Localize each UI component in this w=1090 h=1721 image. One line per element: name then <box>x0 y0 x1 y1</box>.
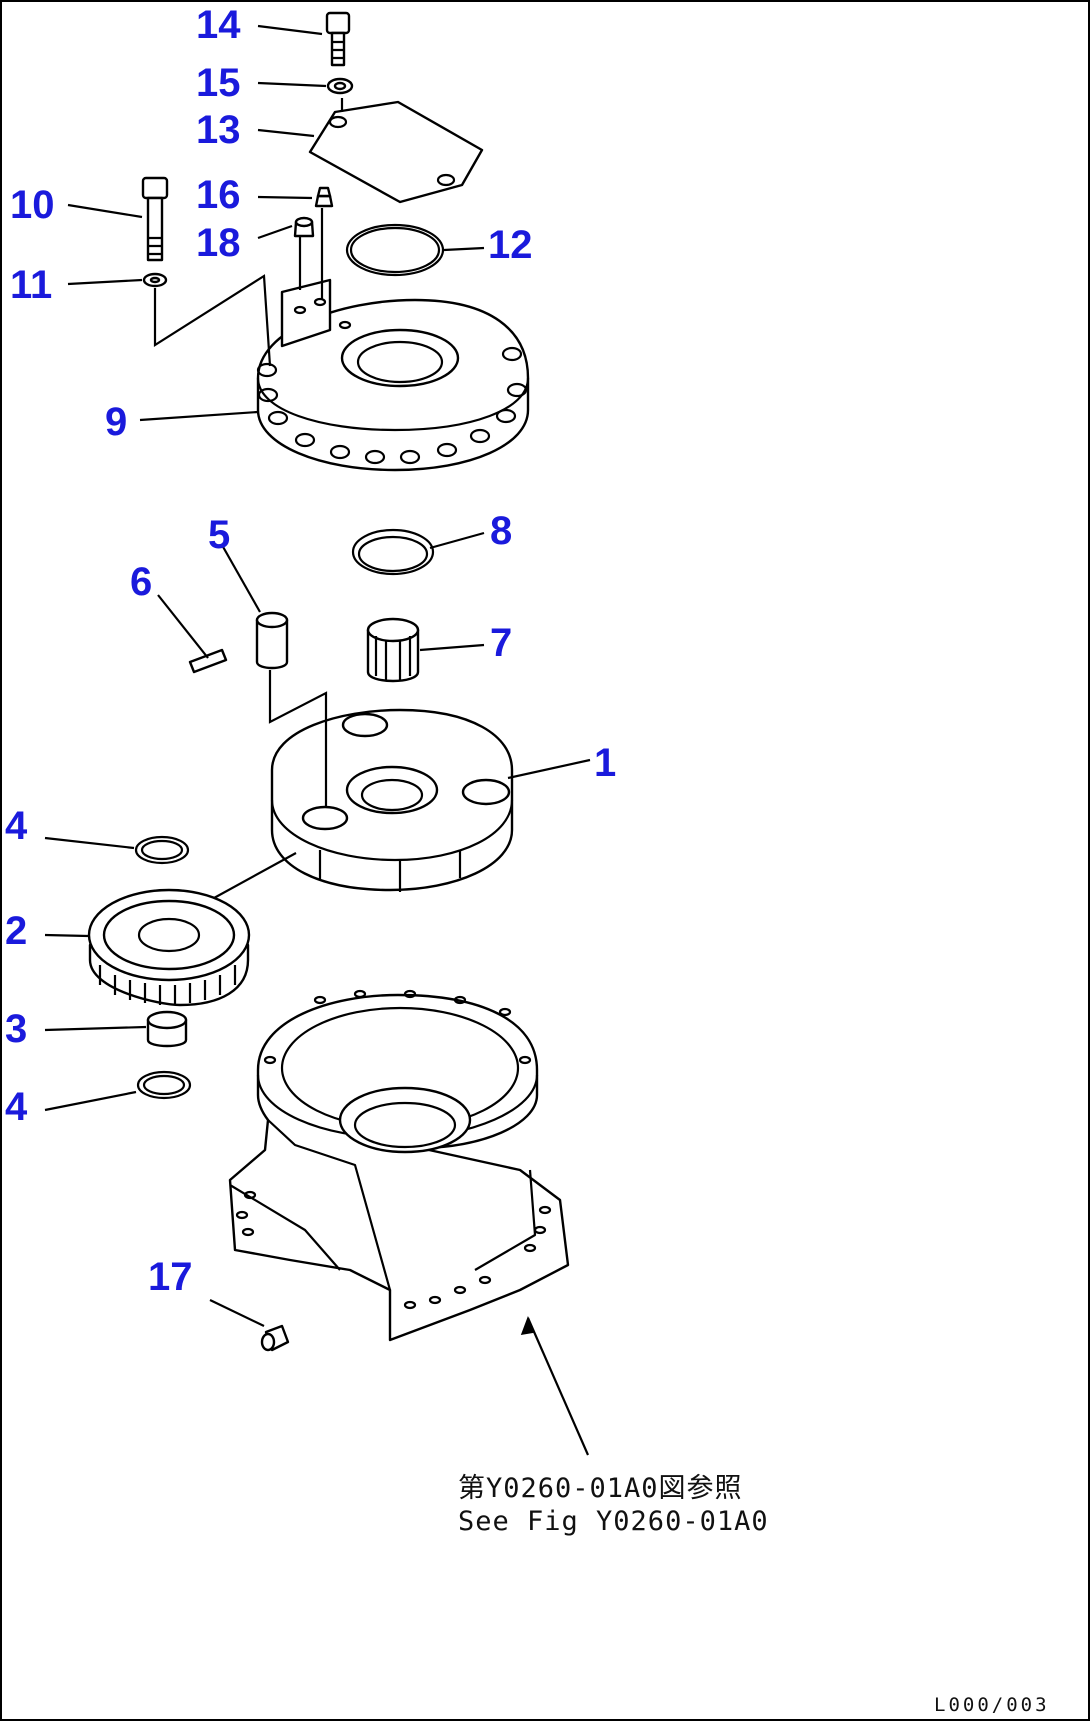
part-swing-case[interactable] <box>228 989 570 1342</box>
part-housing-9[interactable] <box>256 278 530 472</box>
part-washer-11[interactable] <box>142 272 168 288</box>
callout-1[interactable]: 1 <box>594 741 616 785</box>
callout-3[interactable]: 3 <box>5 1007 27 1051</box>
callout-16[interactable]: 16 <box>196 173 241 217</box>
callout-9[interactable]: 9 <box>105 400 127 444</box>
reference-note-en[interactable]: See Fig Y0260-01A0 <box>458 1506 769 1537</box>
part-gear-7[interactable] <box>366 617 420 683</box>
part-pin-6[interactable] <box>188 648 228 674</box>
callout-10[interactable]: 10 <box>10 183 55 227</box>
callout-18[interactable]: 18 <box>196 221 241 265</box>
leader-lines <box>44 24 591 1456</box>
part-washer-4b[interactable] <box>136 1070 192 1100</box>
callout-12[interactable]: 12 <box>488 223 533 267</box>
part-bolt-14[interactable] <box>325 11 351 67</box>
part-bolt-10[interactable] <box>141 176 169 262</box>
part-plug-17[interactable] <box>260 1324 290 1352</box>
callout-15[interactable]: 15 <box>196 61 241 105</box>
drawing-code: L000/003 <box>934 1694 1050 1716</box>
callout-5[interactable]: 5 <box>208 513 230 557</box>
part-plug-16[interactable] <box>314 186 334 208</box>
callout-4-lower[interactable]: 4 <box>5 1085 28 1129</box>
callout-11[interactable]: 11 <box>10 263 52 307</box>
callout-13[interactable]: 13 <box>196 108 241 152</box>
part-cover-13[interactable] <box>308 100 484 204</box>
part-plug-18[interactable] <box>293 216 315 238</box>
callout-14[interactable]: 14 <box>196 3 241 47</box>
callout-17[interactable]: 17 <box>148 1255 193 1299</box>
callout-7[interactable]: 7 <box>490 621 512 665</box>
callout-4-upper[interactable]: 4 <box>5 804 28 848</box>
callout-6[interactable]: 6 <box>130 560 152 604</box>
part-washer-4a[interactable] <box>134 835 190 865</box>
part-bearing-3[interactable] <box>146 1010 188 1048</box>
callout-8[interactable]: 8 <box>490 509 512 553</box>
part-snapring-8[interactable] <box>351 528 435 576</box>
reference-note-ja: 第Y0260-01A0図参照 <box>458 1473 743 1504</box>
part-washer-15[interactable] <box>326 77 354 95</box>
callout-2[interactable]: 2 <box>5 909 27 953</box>
part-gear-2[interactable] <box>87 888 251 1007</box>
part-oring-12[interactable] <box>345 223 445 277</box>
part-carrier-1[interactable] <box>270 708 514 892</box>
callouts: 14 15 13 16 10 18 12 11 9 5 8 6 7 1 4 2 … <box>5 3 616 1299</box>
part-shaft-5[interactable] <box>255 611 289 670</box>
reference-note: 第Y0260-01A0図参照 See Fig Y0260-01A0 <box>458 1473 769 1537</box>
